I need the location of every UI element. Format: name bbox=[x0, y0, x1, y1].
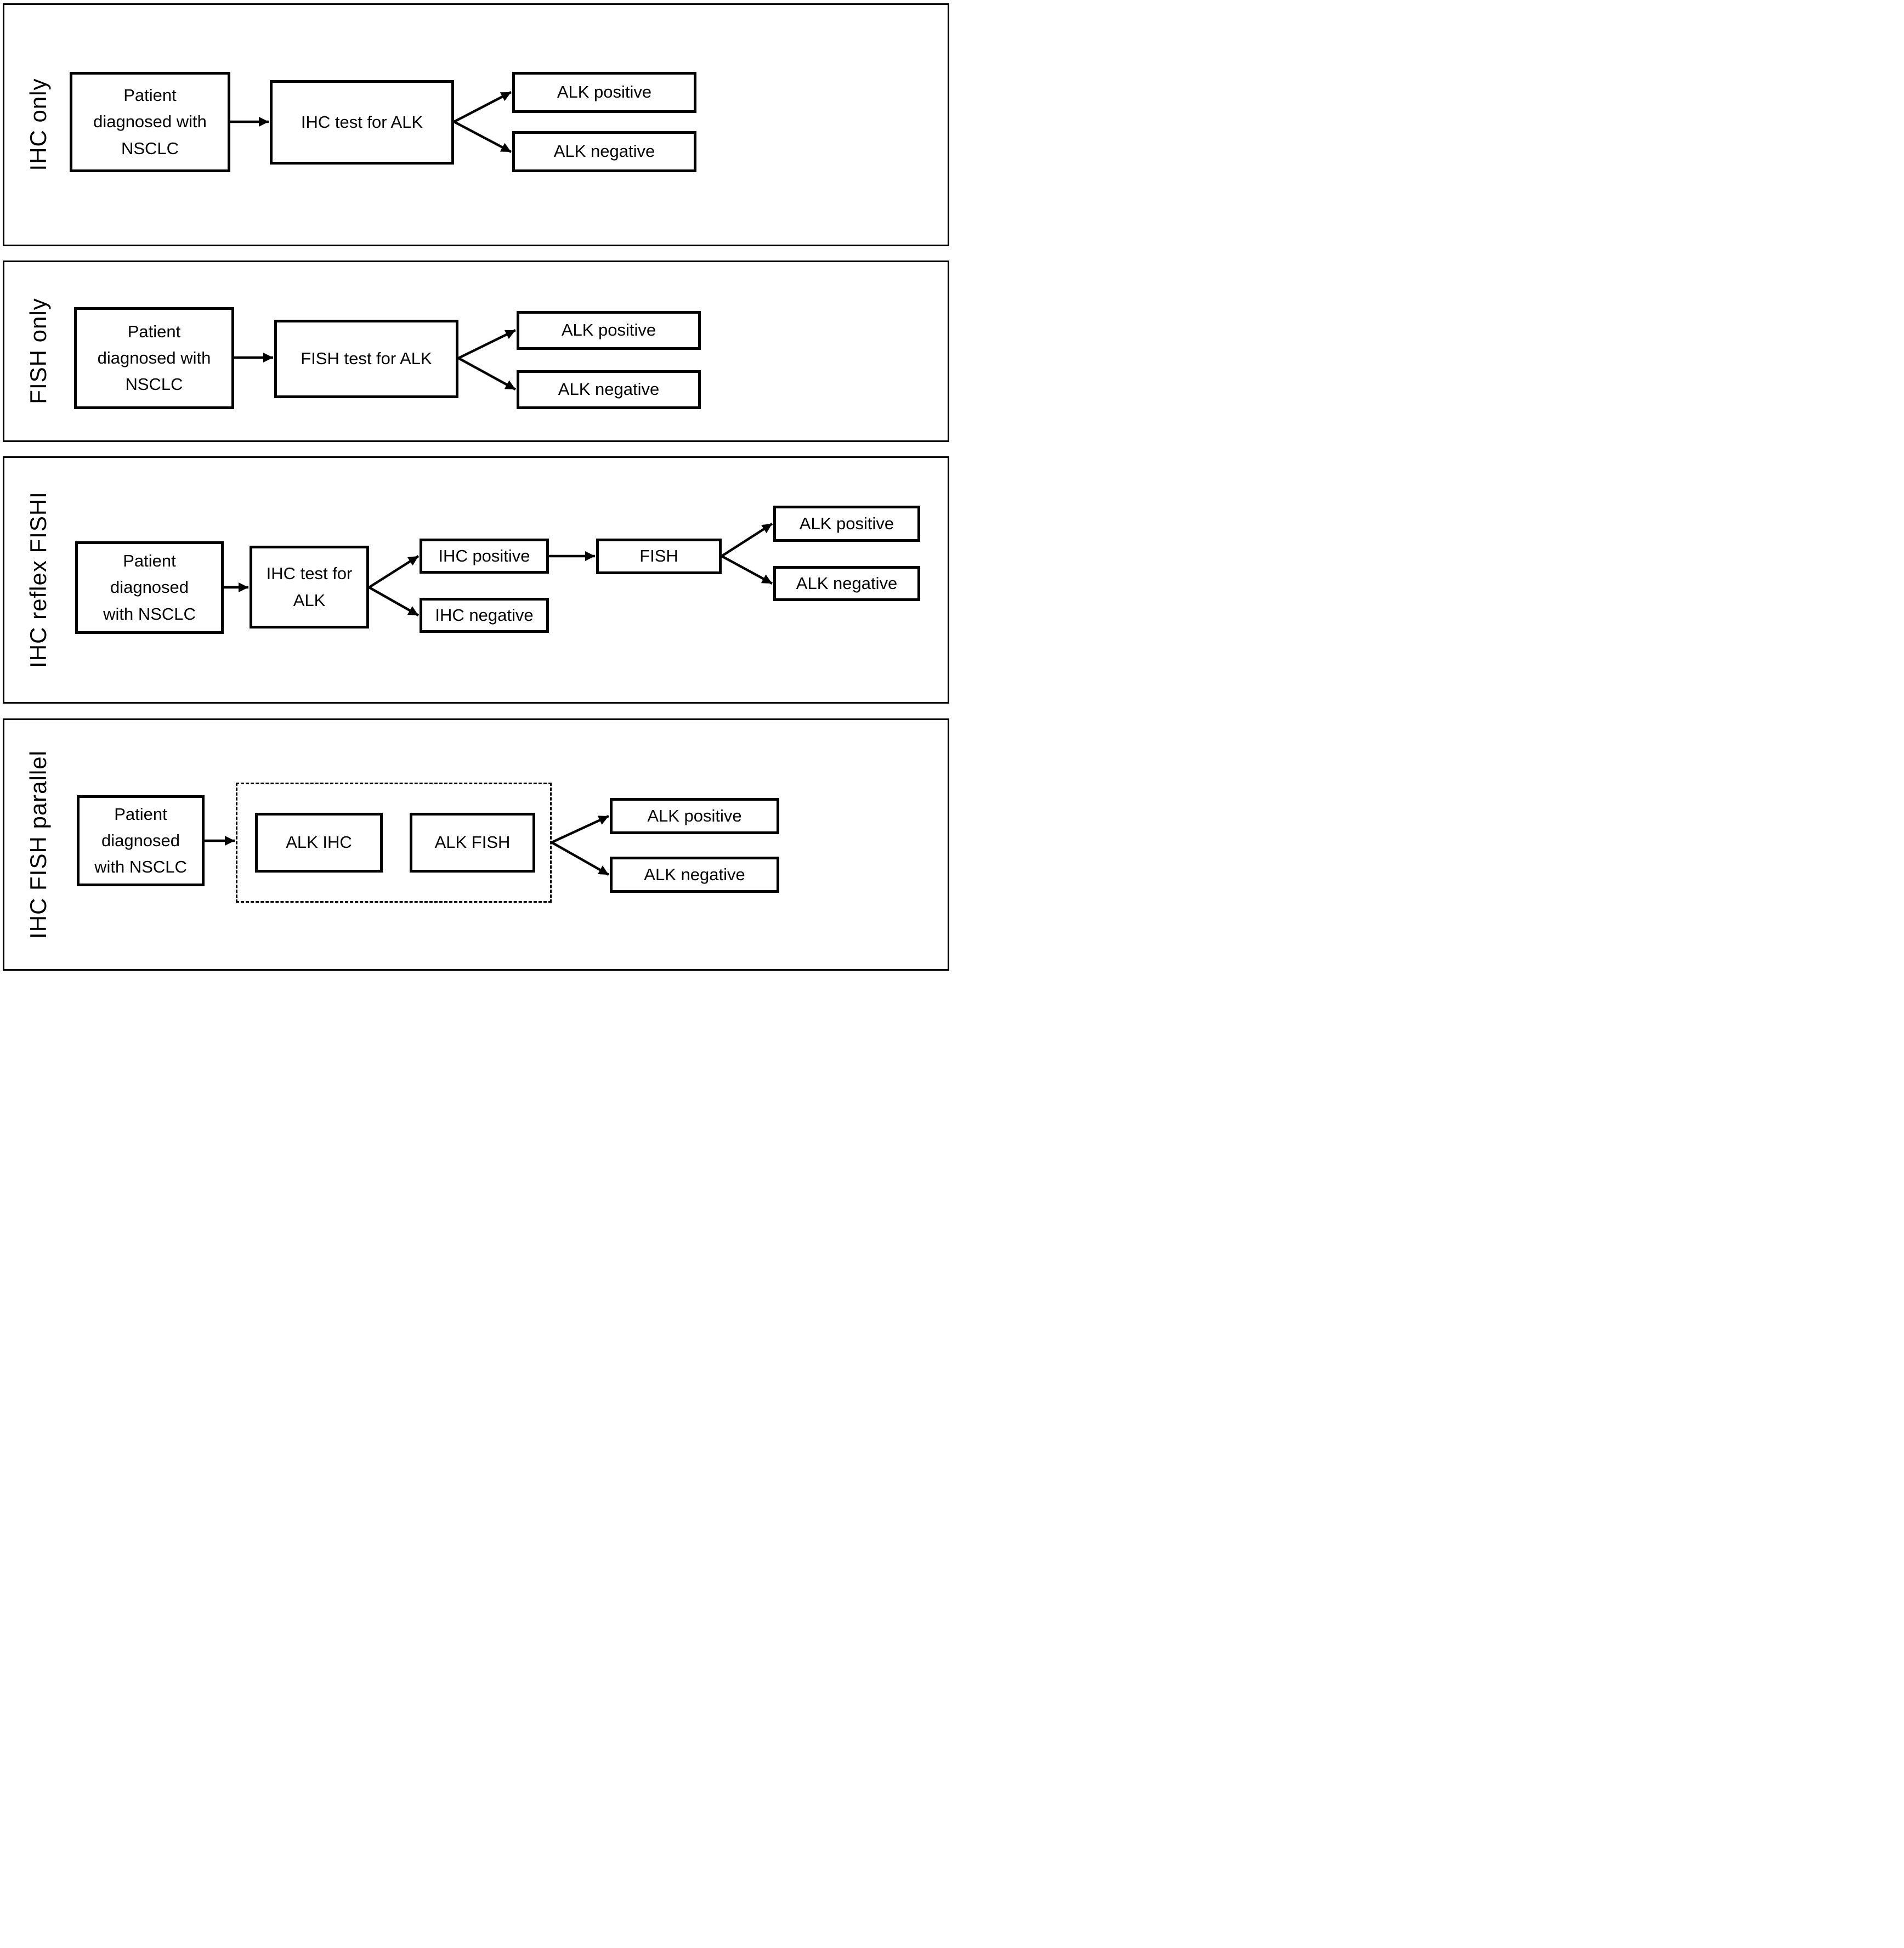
fish-node-p3: FISH bbox=[596, 539, 722, 574]
ihc-test-node-p1: IHC test for ALK bbox=[270, 80, 454, 165]
patient-node-label: Patient diagnosed with NSCLC bbox=[97, 321, 211, 394]
alk-positive-node-p3: ALK positive bbox=[773, 506, 920, 542]
figure-canvas: IHC only FISH only IHC reflex FISHI IHC … bbox=[0, 0, 952, 974]
alk-fish-node-label: ALK FISH bbox=[434, 833, 511, 852]
ihc-positive-node-label: IHC positive bbox=[438, 546, 530, 565]
patient-node-p3: Patient diagnosed with NSCLC bbox=[75, 541, 224, 634]
fish-test-node-label: FISH test for ALK bbox=[301, 349, 432, 369]
alk-negative-node-p1: ALK negative bbox=[512, 131, 696, 172]
ihc-test-node-label: IHC test for ALK bbox=[266, 564, 353, 610]
alk-negative-node-p3: ALK negative bbox=[773, 566, 920, 601]
alk-fish-node-p4: ALK FISH bbox=[410, 813, 535, 873]
alk-negative-node-label: ALK negative bbox=[796, 573, 898, 593]
ihc-positive-node-p3: IHC positive bbox=[420, 539, 549, 574]
ihc-test-node-p3: IHC test for ALK bbox=[250, 546, 369, 628]
alk-positive-node-p1: ALK positive bbox=[512, 72, 696, 113]
patient-node-label: Patient diagnosed with NSCLC bbox=[93, 86, 207, 158]
alk-negative-node-label: ALK negative bbox=[558, 380, 660, 399]
alk-positive-node-label: ALK positive bbox=[799, 513, 894, 533]
alk-negative-node-label: ALK negative bbox=[553, 141, 655, 161]
panel-label-fish-only: FISH only bbox=[25, 298, 51, 404]
alk-negative-node-p2: ALK negative bbox=[517, 370, 701, 409]
alk-negative-node-label: ALK negative bbox=[644, 864, 745, 884]
alk-positive-node-label: ALK positive bbox=[557, 82, 652, 102]
alk-positive-node-p4: ALK positive bbox=[610, 798, 779, 834]
alk-positive-node-p2: ALK positive bbox=[517, 311, 701, 350]
ihc-test-node-label: IHC test for ALK bbox=[301, 112, 423, 132]
fish-test-node-p2: FISH test for ALK bbox=[274, 320, 458, 398]
alk-negative-node-p4: ALK negative bbox=[610, 857, 779, 893]
patient-node-label: Patient diagnosed with NSCLC bbox=[94, 804, 187, 877]
ihc-negative-node-p3: IHC negative bbox=[420, 598, 549, 633]
alk-ihc-node-p4: ALK IHC bbox=[255, 813, 383, 873]
alk-ihc-node-label: ALK IHC bbox=[286, 833, 352, 852]
ihc-negative-node-label: IHC negative bbox=[435, 605, 534, 625]
fish-node-label: FISH bbox=[639, 546, 678, 566]
alk-positive-node-label: ALK positive bbox=[561, 320, 656, 340]
alk-positive-node-label: ALK positive bbox=[647, 806, 742, 825]
patient-node-label: Patient diagnosed with NSCLC bbox=[103, 551, 196, 624]
patient-node-p4: Patient diagnosed with NSCLC bbox=[77, 795, 205, 886]
panel-label-ihc-only: IHC only bbox=[25, 78, 51, 171]
panel-label-ihc-reflex-fish: IHC reflex FISHI bbox=[25, 491, 51, 668]
patient-node-p1: Patient diagnosed with NSCLC bbox=[70, 72, 230, 172]
patient-node-p2: Patient diagnosed with NSCLC bbox=[74, 307, 234, 409]
parallel-tests-group bbox=[236, 783, 552, 903]
panel-label-ihc-fish-parallel: IHC FISH parallel bbox=[25, 750, 51, 939]
